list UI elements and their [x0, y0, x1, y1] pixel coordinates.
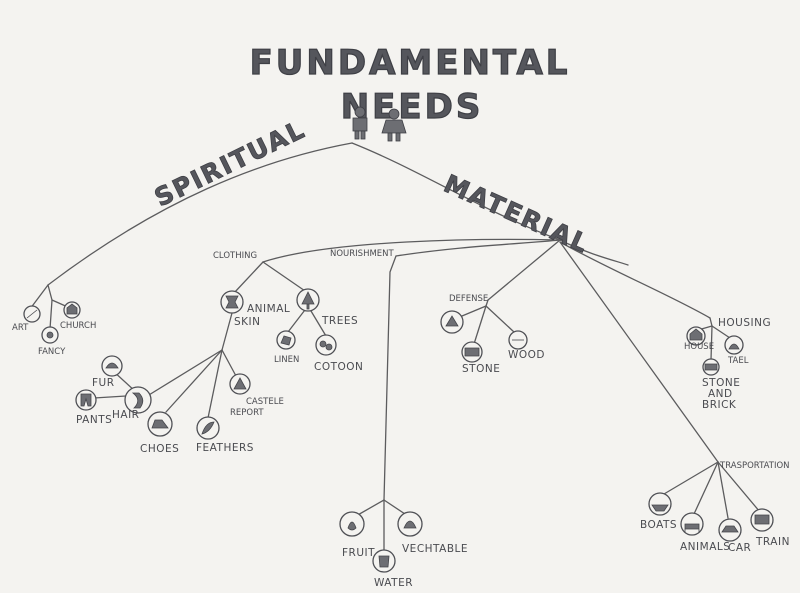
node-boats: [648, 492, 672, 516]
edge-clothing-trees: [262, 261, 309, 294]
edge-hub-fur: [143, 349, 223, 399]
label-wood: WOOD: [508, 349, 545, 361]
label-trees: TREES: [321, 315, 358, 327]
label-pants: PANTS: [76, 414, 112, 426]
edge-spiritual-fancy: [49, 299, 53, 330]
label-choes: CHOES: [140, 443, 179, 455]
label-animal-skin-line2: SKIN: [234, 316, 261, 328]
label-defense: DEFENSE: [449, 294, 488, 304]
edge-material-transportation: [559, 241, 719, 463]
edge-transport-boats: [663, 461, 719, 495]
label-fruit: FRUIT: [342, 547, 375, 559]
node-hair: [124, 386, 152, 414]
edge-nourishment-trunk: [383, 255, 397, 501]
edge-clothing-animal-skin: [233, 261, 264, 294]
edge-animalskin-hub: [221, 312, 233, 351]
node-castele-report: [229, 373, 251, 395]
edge-housing-hub: [709, 317, 713, 327]
edge-defense-hub: [485, 299, 489, 307]
node-animals: [680, 512, 704, 536]
label-vechtable: VECHTABLE: [402, 543, 468, 555]
node-feathers: [196, 416, 220, 440]
node-stone-and-brick: [702, 358, 720, 376]
label-fancy: FANCY: [38, 347, 66, 357]
person-figure-right: [381, 108, 407, 142]
node-church: [63, 301, 81, 319]
label-animals: ANIMALS: [680, 541, 730, 553]
edge-defense-left: [461, 305, 487, 317]
node-defense-weapon: [440, 310, 464, 334]
people-figures: [352, 106, 407, 142]
node-water: [372, 549, 396, 573]
label-stone-brick-line3: BRICK: [702, 399, 737, 411]
label-stone-brick-line1: STONE: [702, 377, 740, 389]
label-car: CAR: [728, 542, 751, 554]
label-animal-skin-line1: ANIMAL: [247, 303, 290, 315]
node-animal-skin: [220, 290, 244, 314]
label-church: CHURCH: [60, 321, 96, 331]
label-castele-line2: REPORT: [230, 408, 264, 418]
label-stone-brick-line2: AND: [708, 388, 733, 400]
edge-transport-car: [717, 461, 729, 519]
node-choes: [147, 411, 173, 437]
edge-transport-train: [717, 461, 761, 513]
label-stone-and-brick: STONE AND BRICK: [702, 377, 744, 411]
label-hair: HAIR: [112, 409, 139, 421]
label-water: WATER: [374, 577, 413, 589]
node-fruit: [339, 511, 365, 537]
node-vechtable: [397, 511, 423, 537]
edge-transport-animals: [693, 461, 719, 515]
label-housing: HOUSING: [718, 317, 771, 329]
label-house: HOUSE: [684, 342, 714, 352]
node-house: [686, 326, 706, 346]
edge-nourishment-fruit: [355, 499, 385, 517]
edge-hair-pants: [93, 395, 127, 399]
node-stone: [461, 341, 483, 363]
label-animal-skin: ANIMAL SKIN: [234, 303, 294, 328]
label-boats: BOATS: [640, 519, 677, 531]
label-train: TRAIN: [755, 536, 790, 548]
edge-defense-wood: [485, 305, 515, 333]
edge-defense-stone: [473, 305, 487, 345]
edge-housing-brick: [710, 325, 713, 361]
person-figure-left: [352, 106, 368, 140]
edge-material-branch: [351, 142, 629, 266]
edge-material-nourishment: [395, 239, 561, 257]
label-tael: TAEL: [727, 356, 749, 366]
label-linen: LINEN: [274, 355, 299, 365]
node-pants: [75, 389, 97, 411]
node-train: [750, 508, 774, 532]
edge-hub-castele: [221, 349, 237, 377]
edge-housing-tael: [711, 325, 731, 339]
label-fur: FUR: [92, 377, 115, 389]
node-fur: [101, 355, 123, 377]
node-art: [23, 305, 41, 323]
label-stone: STONE: [462, 363, 500, 375]
label-castele-line1: CASTELE: [246, 397, 284, 407]
node-wood: [508, 330, 528, 350]
edge-hub-feathers: [207, 349, 223, 419]
edge-material-defense: [487, 239, 561, 301]
title-line1: FUNDAMENTAL: [250, 43, 571, 83]
node-car: [718, 518, 742, 542]
label-castele-report: CASTELE REPORT: [230, 397, 287, 418]
edge-hub-choes: [165, 349, 223, 413]
label-cotoon: COTOON: [314, 361, 363, 373]
label-art: ART: [12, 323, 29, 333]
edge-material-housing: [559, 241, 711, 319]
label-transportation: TRASPORTATION: [719, 461, 790, 471]
edge-material-clothing: [262, 238, 561, 263]
label-clothing: CLOTHING: [213, 251, 257, 261]
node-cotoon: [315, 334, 337, 356]
edge-spiritual-branch: [47, 142, 353, 286]
edge-spiritual-art: [29, 284, 49, 310]
node-fancy: [41, 326, 59, 344]
label-feathers: FEATHERS: [196, 442, 254, 454]
node-linen: [276, 330, 296, 350]
node-tael: [724, 335, 744, 355]
label-nourishment: NOURISHMENT: [330, 249, 395, 259]
node-trees: [296, 288, 320, 312]
